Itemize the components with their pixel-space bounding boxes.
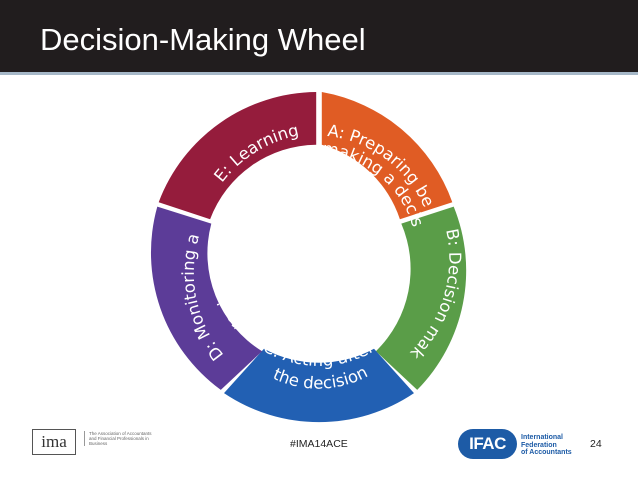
ifac-logo-text: IFAC — [469, 434, 506, 453]
segment-d-monitoring — [150, 206, 263, 390]
segment-a-preparing — [321, 92, 453, 220]
ifac-description: International Federation of Accountants — [521, 434, 581, 457]
ima-logo: ima — [32, 429, 76, 455]
ima-description: The Association of Accountants and Finan… — [84, 431, 153, 446]
ifac-description-line: International — [521, 434, 564, 441]
event-hashtag: #IMA14ACE — [290, 438, 348, 450]
title-bar: Decision-Making Wheel — [0, 0, 638, 72]
segment-c-acting-after — [224, 348, 414, 423]
title-accent-line — [0, 72, 638, 75]
ifac-description-line: Federation — [521, 441, 557, 449]
slide-title: Decision-Making Wheel — [40, 22, 366, 57]
segment-e-learning — [158, 92, 317, 220]
ifac-logo: IFAC — [458, 429, 517, 459]
ima-logo-text: ima — [41, 432, 67, 451]
ifac-description-line: of Accountants — [521, 449, 572, 456]
segment-b-decision-making — [375, 206, 467, 390]
page-number: 24 — [590, 438, 602, 450]
